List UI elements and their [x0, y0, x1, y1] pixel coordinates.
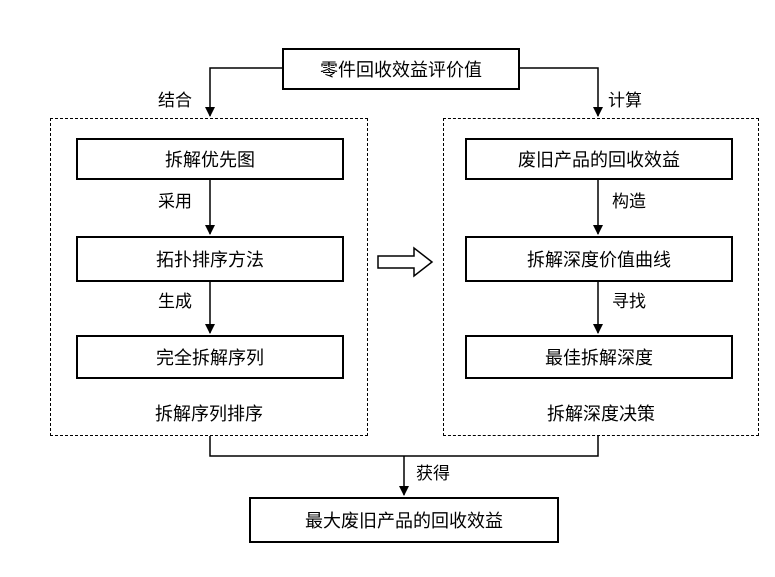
- connector-top-to-right: [520, 67, 603, 117]
- left-edge-label-2: 生成: [158, 292, 192, 312]
- right-step-1-label: 废旧产品的回收效益: [518, 150, 680, 171]
- result-label: 最大废旧产品的回收效益: [305, 511, 503, 532]
- result-box: 最大废旧产品的回收效益: [249, 497, 559, 543]
- merge-label: 获得: [416, 464, 450, 484]
- right-panel-title: 拆解深度决策: [547, 404, 655, 425]
- transfer-arrow: [377, 246, 434, 278]
- right-branch-label: 计算: [608, 91, 642, 111]
- left-panel-title: 拆解序列排序: [155, 404, 263, 425]
- left-step-1: 拆解优先图: [76, 138, 344, 180]
- right-step-1: 废旧产品的回收效益: [465, 138, 733, 180]
- left-edge-label-1: 采用: [158, 192, 192, 212]
- connector-top-to-left: [205, 67, 282, 117]
- right-step-3-label: 最佳拆解深度: [545, 348, 653, 369]
- right-edge-label-2: 寻找: [612, 292, 646, 312]
- left-branch-label: 结合: [158, 91, 192, 111]
- right-step-3: 最佳拆解深度: [465, 335, 733, 379]
- left-step-3-label: 完全拆解序列: [156, 348, 264, 369]
- connector-merge: [209, 436, 599, 457]
- right-edge-label-1: 构造: [612, 192, 646, 212]
- left-step-3: 完全拆解序列: [76, 335, 344, 379]
- left-step-1-label: 拆解优先图: [165, 150, 255, 171]
- top-evaluation-label: 零件回收效益评价值: [320, 60, 482, 81]
- top-evaluation-box: 零件回收效益评价值: [282, 48, 520, 90]
- left-step-2: 拓扑排序方法: [76, 236, 344, 282]
- right-step-2-label: 拆解深度价值曲线: [527, 250, 671, 271]
- right-step-2: 拆解深度价值曲线: [465, 236, 733, 282]
- right-panel: [443, 118, 759, 436]
- left-panel: [50, 118, 368, 436]
- left-step-2-label: 拓扑排序方法: [156, 250, 264, 271]
